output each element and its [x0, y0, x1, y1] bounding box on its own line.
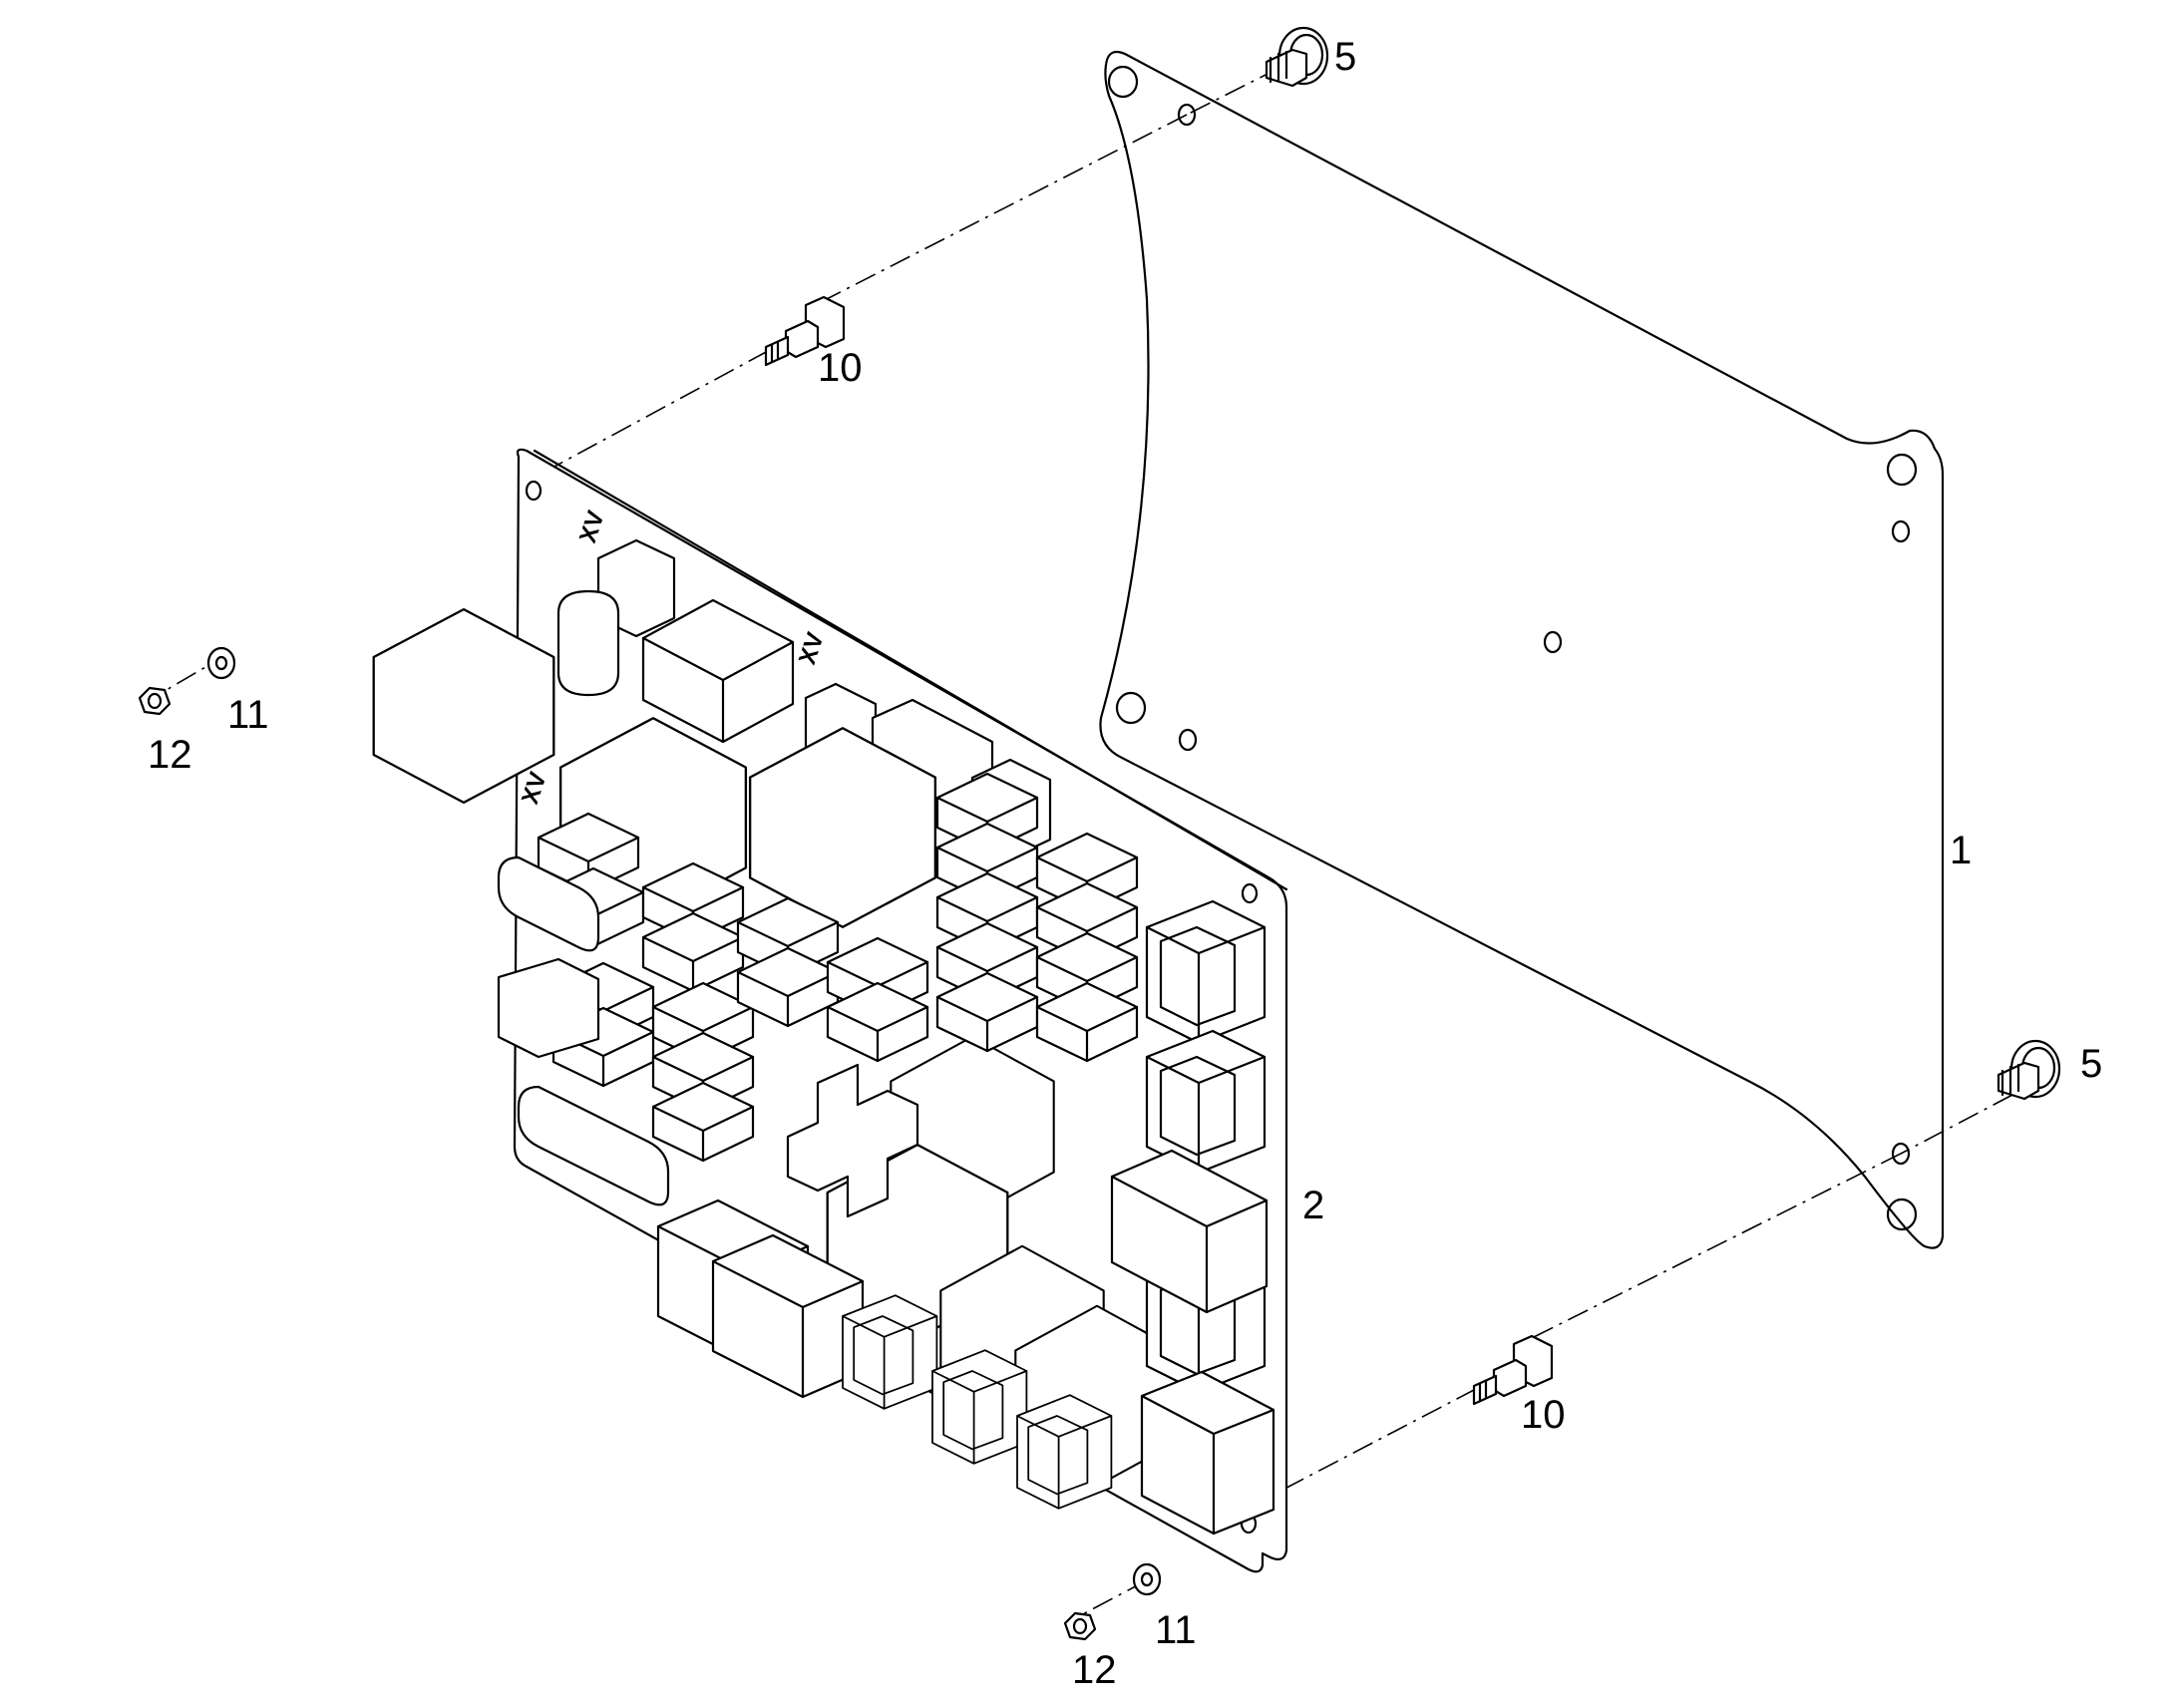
screw-top: [1265, 26, 1329, 88]
callout-2: 2: [1302, 1184, 1324, 1227]
washer-upper: [206, 646, 236, 680]
nut-lower: [1063, 1611, 1097, 1641]
callout-12-lower: 12: [1072, 1648, 1117, 1692]
callout-10-upper: 10: [818, 346, 863, 390]
washer-lower: [1132, 1562, 1162, 1596]
callout-12-upper: 12: [148, 733, 192, 777]
callout-11-lower: 11: [1155, 1608, 1197, 1652]
callout-11-upper: 11: [227, 693, 269, 737]
screw-bottom: [1997, 1039, 2061, 1101]
callout-5-bottom: 5: [2080, 1042, 2102, 1086]
nut-upper: [138, 686, 172, 716]
callout-5-top: 5: [1334, 35, 1356, 79]
assembly-axes: [159, 67, 2013, 1618]
callout-1: 1: [1950, 829, 1972, 872]
circuit-board: XV XV XV: [372, 448, 1288, 1573]
callout-10-lower: 10: [1521, 1393, 1566, 1437]
mounting-plate: [1099, 50, 1945, 1249]
standoff-lower: [1472, 1334, 1554, 1406]
standoff-upper: [764, 295, 846, 367]
